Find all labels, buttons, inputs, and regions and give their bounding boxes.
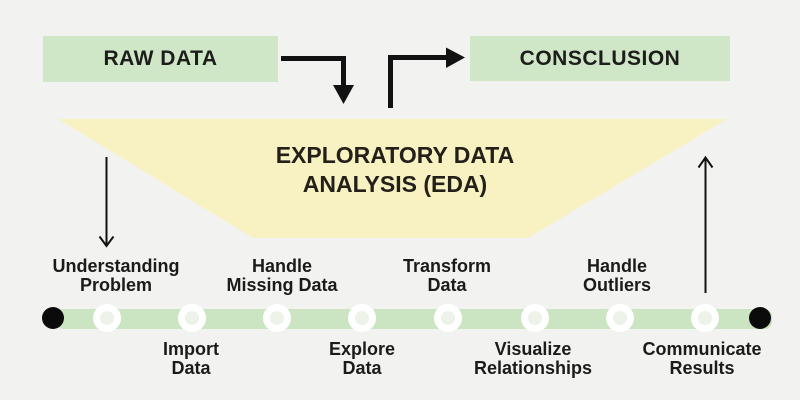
eda-title-line2: ANALYSIS (EDA) <box>302 171 488 197</box>
step-line: Results <box>669 358 735 378</box>
step-line: Missing Data <box>226 275 338 295</box>
step-label-import-data: Import Data <box>106 340 276 378</box>
step-label-transform-data: Transform Data <box>362 257 532 295</box>
step-label-explore-data: Explore Data <box>277 340 447 378</box>
step-line: Data <box>427 275 467 295</box>
step-line: Data <box>342 358 382 378</box>
step-line: Relationships <box>473 358 593 378</box>
step-line: Problem <box>79 275 153 295</box>
step-line: Communicate <box>642 339 762 359</box>
eda-to-conclusion-arrow <box>388 47 465 108</box>
step-line: Visualize <box>494 339 572 359</box>
step-line: Handle <box>251 256 312 276</box>
eda-title-line1: EXPLORATORY DATA <box>275 142 515 168</box>
step-line: Explore <box>328 339 396 359</box>
step-line: Transform <box>402 256 492 276</box>
raw-to-eda-arrow <box>281 56 354 104</box>
timeline-node-5 <box>434 304 462 332</box>
timeline-node-4 <box>348 304 376 332</box>
eda-to-timeline-arrow <box>98 157 115 248</box>
eda-funnel-title: EXPLORATORY DATA ANALYSIS (EDA) <box>245 141 545 199</box>
timeline-node-8 <box>691 304 719 332</box>
step-line: Import <box>163 339 219 359</box>
conclusion-label: CONSCLUSION <box>519 46 681 70</box>
timeline-node-2 <box>178 304 206 332</box>
timeline-node-7 <box>606 304 634 332</box>
step-label-handle-outliers: Handle Outliers <box>532 257 702 295</box>
raw-data-label: RAW DATA <box>103 47 218 70</box>
step-line: Outliers <box>582 275 652 295</box>
step-label-handle-missing-data: Handle Missing Data <box>197 257 367 295</box>
timeline-end-dot <box>749 307 771 329</box>
timeline-start-dot <box>42 307 64 329</box>
step-line: Handle <box>586 256 647 276</box>
timeline-node-3 <box>263 304 291 332</box>
timeline-node-1 <box>93 304 121 332</box>
timeline-bar <box>56 309 772 329</box>
conclusion-box: CONSCLUSION <box>470 36 730 81</box>
step-line: Understanding <box>52 256 180 276</box>
step-line: Data <box>171 358 211 378</box>
timeline-node-6 <box>521 304 549 332</box>
step-label-visualize-relationships: Visualize Relationships <box>448 340 618 378</box>
step-label-understanding-problem: Understanding Problem <box>31 257 201 295</box>
step-label-communicate-results: Communicate Results <box>617 340 787 378</box>
raw-data-box: RAW DATA <box>43 36 278 82</box>
